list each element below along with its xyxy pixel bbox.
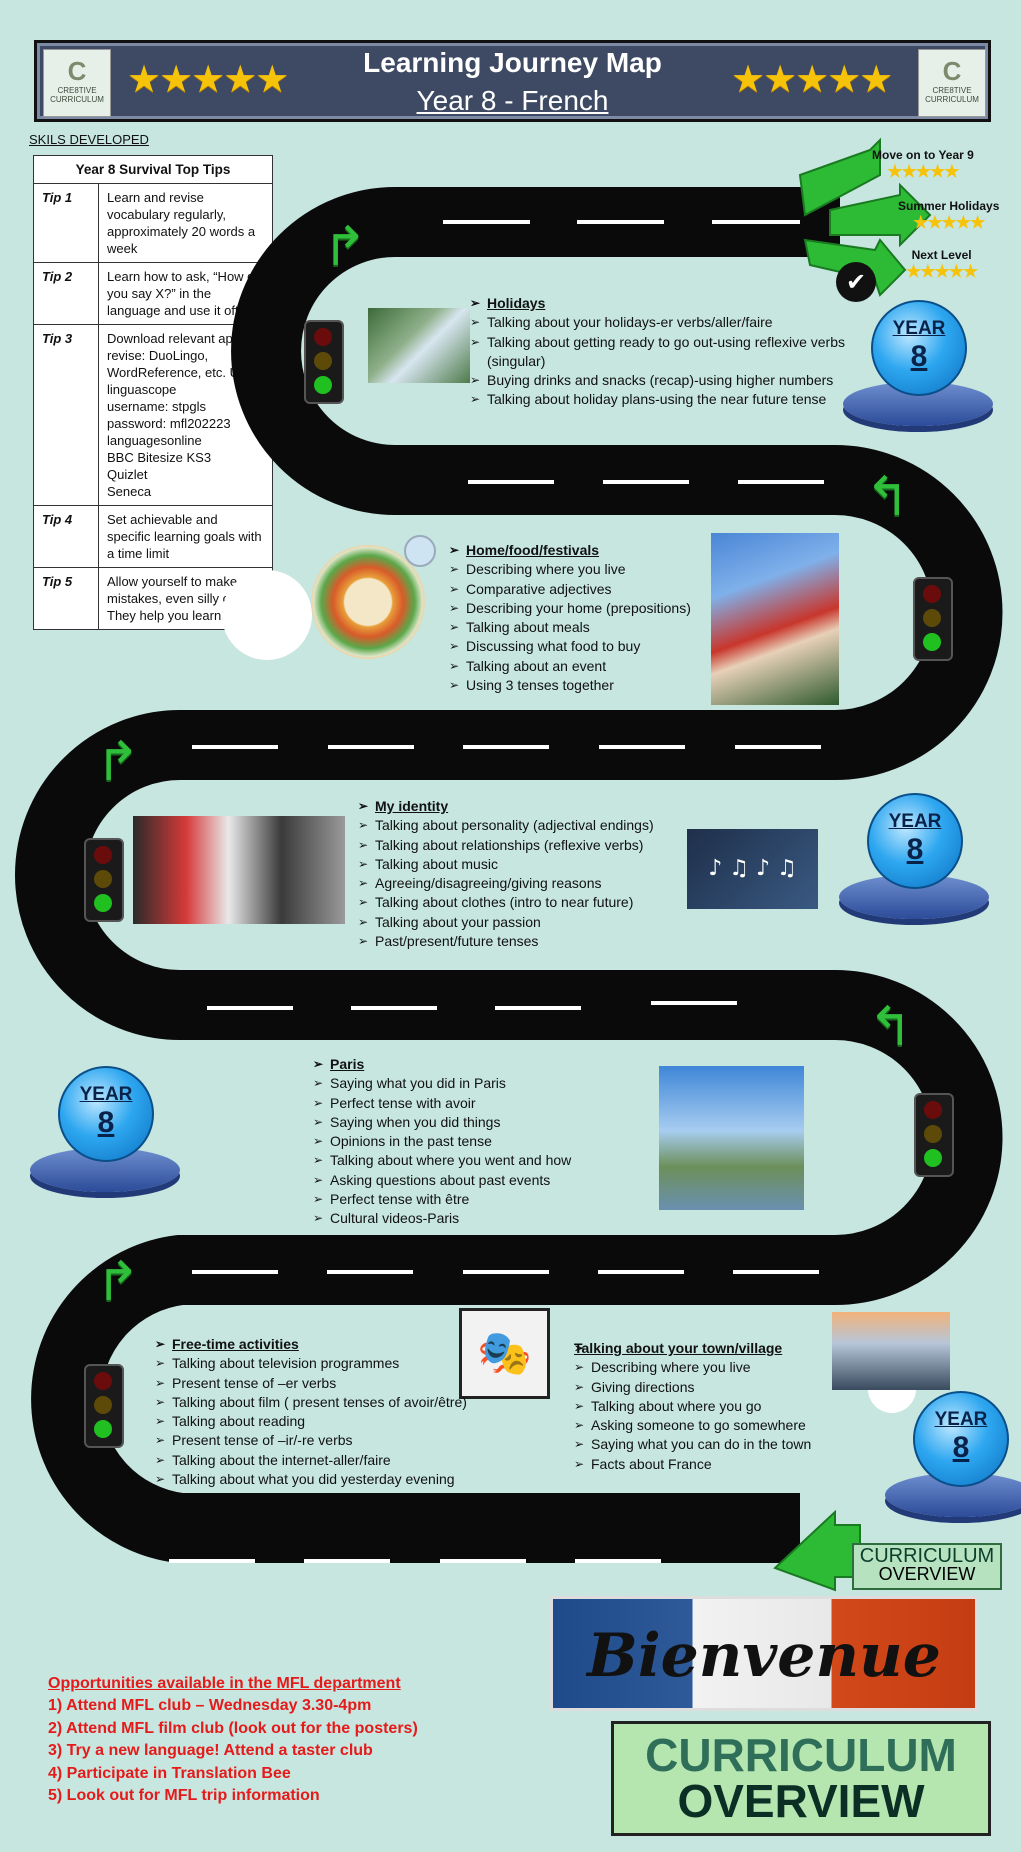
page-subtitle: Year 8 - French (416, 85, 609, 116)
turn-arrow-icon: ↰ (868, 995, 914, 1058)
clothes-shop-photo (133, 816, 345, 924)
tips-heading: Year 8 Survival Top Tips (33, 155, 273, 184)
tip-row: Tip 4 Set achievable and specific learni… (33, 505, 273, 568)
turn-arrow-icon: ↰ (865, 465, 911, 528)
curriculum-overview-button-small[interactable]: CURRICULUM OVERVIEW (852, 1543, 1002, 1590)
goal-move-on: Move on to Year 9★★★★★ (872, 148, 974, 181)
unit-holidays: Holidays Talking about your holidays-er … (470, 294, 870, 410)
traffic-light-icon (913, 577, 953, 661)
carnival-photo (711, 533, 839, 705)
unit-paris: Paris Saying what you did in Paris Perfe… (313, 1055, 643, 1229)
waterfall-photo (368, 308, 470, 383)
header-stars-left: ★★★★★ (127, 57, 289, 101)
traffic-light-icon (914, 1093, 954, 1177)
glass-icon (404, 535, 436, 567)
unit-town-village: Talking about your town/village Describi… (574, 1339, 844, 1474)
tip-row: Tip 2 Learn how to ask, “How do you say … (33, 262, 273, 325)
unit-my-identity: My identity Talking about personality (a… (358, 797, 698, 952)
traffic-light-icon (84, 838, 124, 922)
food-plate-image (311, 545, 425, 659)
tip-row: Tip 3 Download relevant apps to revise: … (33, 324, 273, 506)
goal-next-level: Next Level★★★★★ (906, 248, 978, 281)
traffic-light-icon (304, 320, 344, 404)
city-skyline-photo (832, 1312, 950, 1390)
opportunities-section: Opportunities available in the MFL depar… (48, 1675, 418, 1805)
turn-arrow-icon: ↱ (322, 215, 368, 278)
unit-home-food-festivals: Home/food/festivals Describing where you… (449, 541, 711, 696)
tips-table: Year 8 Survival Top Tips Tip 1 Learn and… (33, 155, 273, 630)
plate-background (222, 570, 312, 660)
music-notes-image: ♪ ♫ ♪ ♫ (687, 829, 818, 909)
tip-row: Tip 1 Learn and revise vocabulary regula… (33, 183, 273, 263)
curriculum-overview-button[interactable]: CURRICULUM OVERVIEW (611, 1721, 991, 1836)
header-stars-right: ★★★★★ (731, 57, 893, 101)
traffic-light-icon (84, 1364, 124, 1448)
goal-summer: Summer Holidays★★★★★ (898, 199, 1000, 232)
skills-heading: SKILS DEVELOPED (29, 132, 149, 147)
turn-arrow-icon: ↱ (95, 730, 141, 793)
eiffel-tower-photo (659, 1066, 804, 1210)
turn-arrow-icon: ↱ (95, 1250, 141, 1313)
page-title: Learning Journey Map (363, 47, 662, 78)
unit-free-time: Free-time activities Talking about telev… (155, 1335, 495, 1490)
bienvenue-banner: Bienvenue (550, 1596, 978, 1711)
